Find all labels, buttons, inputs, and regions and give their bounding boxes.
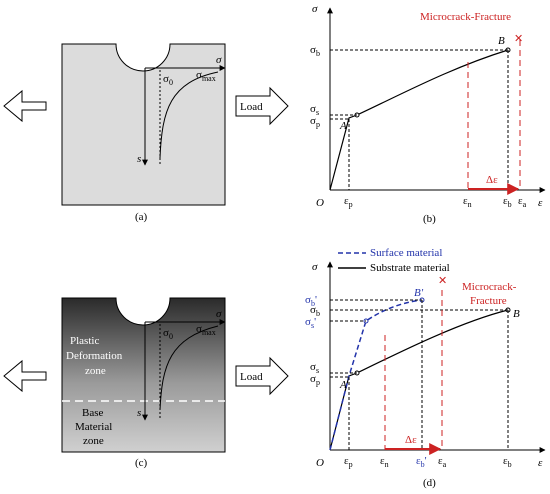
eps-n-label-d: εn <box>380 455 389 469</box>
sigmamax-label-c: σmax <box>196 323 216 337</box>
point-Bprime-d: B' <box>414 287 424 299</box>
left-load-arrow-a <box>3 89 47 123</box>
sigma-p-label-d: σp <box>310 373 320 387</box>
panel-b: σ ε O Microcrack-Fracture ✕ A B Δε σb σs… <box>310 3 546 225</box>
fracture-x-b: ✕ <box>514 33 523 45</box>
sigma-bp-label-d: σb' <box>305 294 317 308</box>
eps-b-label-b: εb <box>503 195 512 209</box>
stress-curve-a <box>159 71 219 159</box>
microcrack-title-d-2: Fracture <box>470 295 507 307</box>
fracture-x-d: ✕ <box>438 275 447 287</box>
origin-d: O <box>316 457 324 469</box>
point-A-d: A <box>339 379 347 391</box>
svg-text:zone: zone <box>83 435 104 447</box>
sigma-b-label-d: σb <box>310 304 320 318</box>
caption-c: (c) <box>135 457 148 469</box>
legend-surface-label: Surface material <box>370 247 442 259</box>
panel-a: Load σ σ0 σmax s (a) <box>3 43 289 223</box>
eps-bp-label-d: εb' <box>416 455 427 469</box>
x-label-d: ε <box>538 457 543 469</box>
right-load-arrow-c <box>235 356 289 396</box>
eps-n-label-b: εn <box>463 195 472 209</box>
y-label-b: σ <box>312 3 318 15</box>
panel-d: σ ε O Surface material Substrate materia… <box>305 247 546 489</box>
point-A-b: A <box>339 120 347 132</box>
legend-substrate-label: Substrate material <box>370 262 450 274</box>
base-zone-label-c: Base Material zone <box>75 407 112 447</box>
sigma-s-label-b: σs <box>310 103 319 117</box>
point-B-b: B <box>498 35 505 47</box>
eps-p-label-d: εp <box>344 455 353 469</box>
sigma-s-label-d: σs <box>310 361 319 375</box>
microcrack-title-b: Microcrack-Fracture <box>420 11 511 23</box>
sigma0-label-a: σ0 <box>163 73 173 87</box>
sigma0-label-c: σ0 <box>163 327 173 341</box>
svg-text:Deformation: Deformation <box>66 350 123 362</box>
sigma-label-a: σ <box>216 54 222 66</box>
delta-eps-label-d: Δε <box>405 434 417 446</box>
caption-d: (d) <box>423 477 436 489</box>
sigma-sp-label-d: σs' <box>305 316 316 330</box>
caption-a: (a) <box>135 211 148 223</box>
eps-b-label-d: εb <box>503 455 512 469</box>
svg-text:Material: Material <box>75 421 112 433</box>
substrate-curve-d <box>329 309 509 451</box>
eps-a-label-b: εa <box>518 195 527 209</box>
surface-curve-d <box>329 299 423 451</box>
left-load-arrow-c <box>3 359 47 393</box>
right-load-arrow-a <box>235 86 289 126</box>
caption-b: (b) <box>423 213 436 225</box>
svg-text:zone: zone <box>85 365 106 377</box>
origin-b: O <box>316 197 324 209</box>
microcrack-title-d-1: Microcrack- <box>462 281 517 293</box>
eps-a-label-d: εa <box>438 455 447 469</box>
sigma-label-c: σ <box>216 308 222 320</box>
load-label-a: Load <box>240 101 263 113</box>
panel-c: Load σ σ0 σmax s Plastic Deformation zon… <box>3 297 289 469</box>
delta-eps-label-b: Δε <box>486 174 498 186</box>
specimen-a <box>61 43 226 206</box>
stress-strain-curve-b <box>329 49 509 191</box>
plastic-zone-label-c: Plastic Deformation zone <box>66 335 123 377</box>
svg-text:Plastic: Plastic <box>70 335 99 347</box>
x-label-b: ε <box>538 197 543 209</box>
eps-p-label-b: εp <box>344 195 353 209</box>
point-B-d: B <box>513 308 520 320</box>
y-label-d: σ <box>312 261 318 273</box>
s-label-c: s <box>137 407 141 419</box>
s-label-a: s <box>137 153 141 165</box>
sigma-b-label-b: σb <box>310 44 320 58</box>
sigma-p-label-b: σp <box>310 115 320 129</box>
load-label-c: Load <box>240 371 263 383</box>
sigmamax-label-a: σmax <box>196 69 216 83</box>
svg-text:Base: Base <box>82 407 104 419</box>
specimen-c <box>61 297 226 453</box>
stress-curve-c <box>159 325 219 411</box>
